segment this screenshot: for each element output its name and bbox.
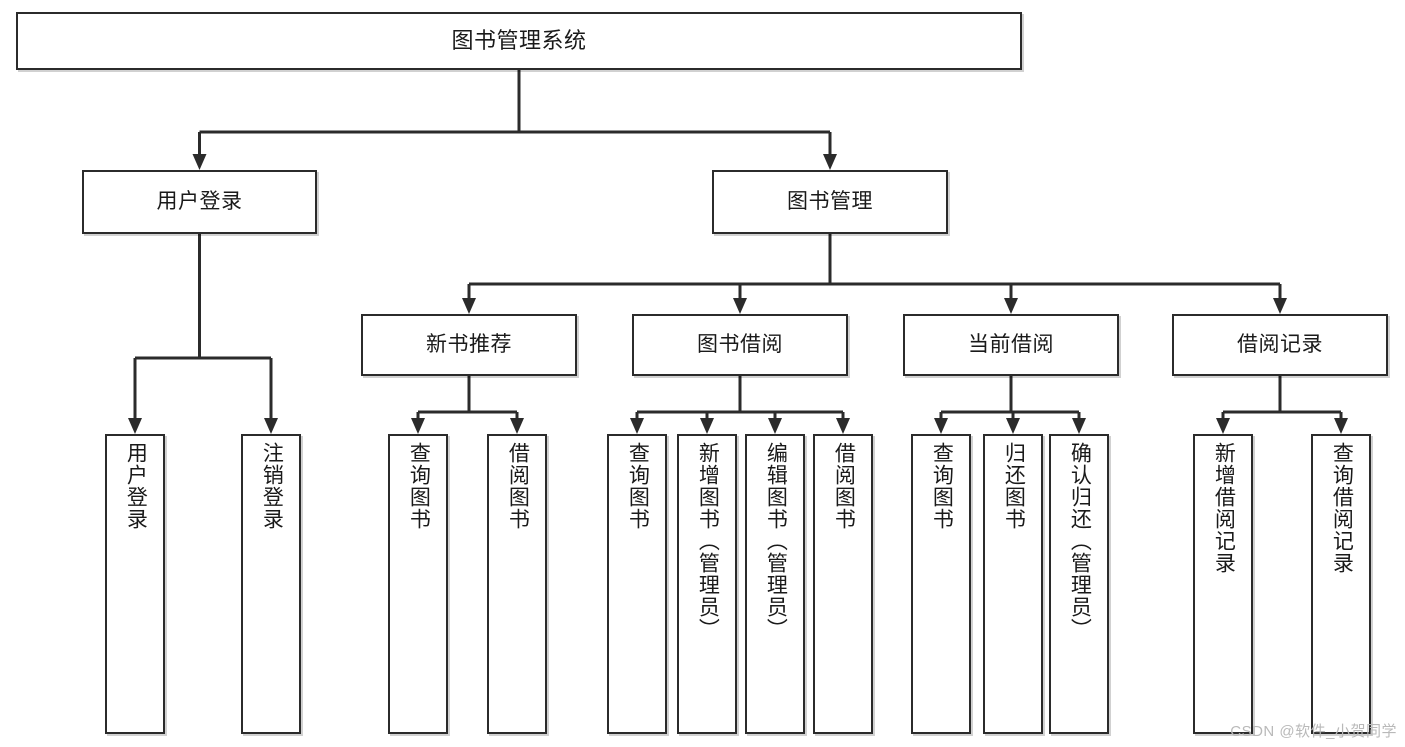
node-label: 借阅记录 <box>1237 333 1323 357</box>
leaf-add-book-admin[interactable]: 新增图书（管理员） <box>677 434 737 734</box>
node-label: 图书借阅 <box>697 333 783 357</box>
node-label: 图书管理系统 <box>451 27 587 53</box>
leaf-query-book[interactable]: 查询图书 <box>607 434 667 734</box>
node-label: 借阅图书 <box>506 442 530 530</box>
node-book-management[interactable]: 图书管理 <box>712 170 948 234</box>
node-book-borrow[interactable]: 图书借阅 <box>632 314 848 376</box>
node-label: 当前借阅 <box>968 333 1054 357</box>
leaf-add-borrow-record[interactable]: 新增借阅记录 <box>1193 434 1253 734</box>
node-new-book-recommend[interactable]: 新书推荐 <box>361 314 577 376</box>
node-label: 归还图书 <box>1002 442 1026 530</box>
node-label: 注销登录 <box>260 442 284 530</box>
node-label: 查询图书 <box>407 442 431 530</box>
watermark: CSDN @软件_小贺同学 <box>1230 723 1397 740</box>
leaf-borrow-book-recommend[interactable]: 借阅图书 <box>487 434 547 734</box>
leaf-query-book-current[interactable]: 查询图书 <box>911 434 971 734</box>
node-current-borrow[interactable]: 当前借阅 <box>903 314 1119 376</box>
node-label: 用户登录 <box>124 442 148 530</box>
leaf-confirm-return-admin[interactable]: 确认归还（管理员） <box>1049 434 1109 734</box>
node-label: 借阅图书 <box>832 442 856 530</box>
node-label: 编辑图书（管理员） <box>764 442 788 640</box>
node-label: 新书推荐 <box>426 333 512 357</box>
leaf-edit-book-admin[interactable]: 编辑图书（管理员） <box>745 434 805 734</box>
node-label: 用户登录 <box>156 190 243 214</box>
node-label: 新增借阅记录 <box>1212 442 1236 574</box>
node-label: 查询借阅记录 <box>1330 442 1354 574</box>
node-label: 确认归还（管理员） <box>1068 442 1092 640</box>
leaf-logout[interactable]: 注销登录 <box>241 434 301 734</box>
node-label: 新增图书（管理员） <box>696 442 720 640</box>
leaf-return-book[interactable]: 归还图书 <box>983 434 1043 734</box>
node-label: 图书管理 <box>787 190 873 214</box>
leaf-borrow-book[interactable]: 借阅图书 <box>813 434 873 734</box>
node-label: 查询图书 <box>930 442 954 530</box>
node-user-login[interactable]: 用户登录 <box>82 170 317 234</box>
leaf-query-book-recommend[interactable]: 查询图书 <box>388 434 448 734</box>
node-borrow-record[interactable]: 借阅记录 <box>1172 314 1388 376</box>
leaf-query-borrow-record[interactable]: 查询借阅记录 <box>1311 434 1371 734</box>
node-root[interactable]: 图书管理系统 <box>16 12 1022 70</box>
node-label: 查询图书 <box>626 442 650 530</box>
leaf-user-login[interactable]: 用户登录 <box>105 434 165 734</box>
